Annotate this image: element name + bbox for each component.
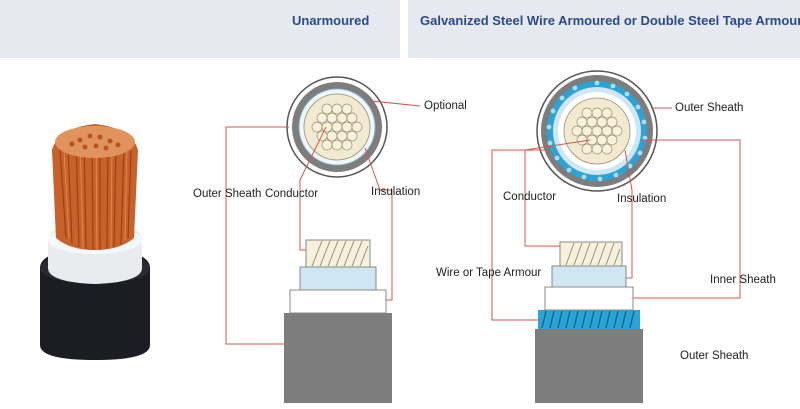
label-insulation-armoured: Insulation (617, 193, 667, 205)
label-wire-or-tape-armour: Wire or Tape Armour (436, 267, 542, 279)
header-bar-unarmoured (0, 0, 400, 58)
label-inner-sheath: Inner Sheath (710, 274, 776, 286)
unarmoured-leader-lines (225, 100, 421, 345)
label-conductor-armoured: Conductor (503, 191, 557, 203)
armoured-cross-section (536, 70, 658, 192)
armoured-layer-stack (535, 241, 643, 403)
heading-unarmoured: Unarmoured (292, 13, 370, 28)
heading-armoured: Galvanized Steel Wire Armoured or Double… (420, 13, 800, 28)
label-outer-sheath-armoured-bottom: Outer Sheath (680, 350, 749, 362)
label-optional: Optional (424, 100, 467, 112)
label-outer-sheath-armoured-top: Outer Sheath (675, 102, 744, 114)
unarmoured-cross-section (286, 76, 388, 178)
header-bar-armoured (408, 0, 800, 58)
armoured-leader-lines (491, 107, 741, 321)
label-insulation-unarmoured: Insulation (371, 186, 421, 198)
unarmoured-layer-stack (284, 239, 392, 403)
cable-photo (40, 124, 150, 360)
label-conductor-unarmoured: Conductor (265, 188, 319, 200)
label-outer-sheath-unarmoured: Outer Sheath (193, 188, 262, 200)
